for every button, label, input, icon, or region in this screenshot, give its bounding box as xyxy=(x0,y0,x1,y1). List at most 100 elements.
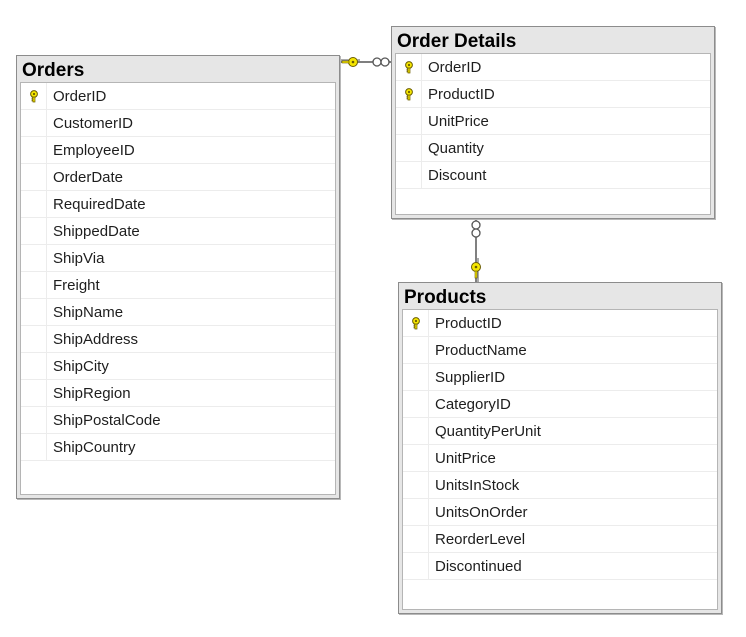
column-name: ShipRegion xyxy=(53,385,131,402)
column-name: ShippedDate xyxy=(53,223,140,240)
column-row[interactable]: Freight xyxy=(21,272,335,299)
row-selector-cell xyxy=(403,310,429,336)
many-end-infinity-icon xyxy=(471,220,481,238)
column-name: ProductID xyxy=(435,315,502,332)
row-selector-cell xyxy=(21,272,47,298)
row-selector-cell xyxy=(396,108,422,134)
row-selector-cell xyxy=(396,54,422,80)
column-row[interactable]: UnitPrice xyxy=(403,445,717,472)
column-row[interactable]: Quantity xyxy=(396,135,710,162)
column-row[interactable]: ShipCountry xyxy=(21,434,335,461)
column-row[interactable]: ShipAddress xyxy=(21,326,335,353)
row-selector-cell xyxy=(21,218,47,244)
row-selector-cell xyxy=(403,472,429,498)
column-row[interactable]: ShipCity xyxy=(21,353,335,380)
row-selector-cell xyxy=(21,299,47,325)
row-selector-cell xyxy=(403,526,429,552)
row-selector-cell xyxy=(403,499,429,525)
column-row[interactable]: Discount xyxy=(396,162,710,189)
column-row[interactable]: SupplierID xyxy=(403,364,717,391)
column-row[interactable]: ShipName xyxy=(21,299,335,326)
row-selector-cell xyxy=(21,326,47,352)
column-name: UnitPrice xyxy=(435,450,496,467)
column-name: OrderDate xyxy=(53,169,124,186)
column-row[interactable]: ShippedDate xyxy=(21,218,335,245)
column-row[interactable]: ReorderLevel xyxy=(403,526,717,553)
column-name: ShipPostalCode xyxy=(53,412,161,429)
column-name: ProductID xyxy=(428,86,495,103)
column-row[interactable]: UnitsOnOrder xyxy=(403,499,717,526)
row-selector-cell xyxy=(21,137,47,163)
row-selector-cell xyxy=(403,445,429,471)
relationship-products-order-details[interactable] xyxy=(471,218,481,282)
relationship-orders-order-details[interactable] xyxy=(340,57,392,67)
orders-table[interactable]: Orders OrderID CustomerID EmployeeID OrderD… xyxy=(16,55,340,499)
row-selector-cell xyxy=(403,391,429,417)
column-name: ShipVia xyxy=(53,250,105,267)
column-name: OrderID xyxy=(53,88,107,105)
row-selector-cell xyxy=(21,407,47,433)
row-selector-cell xyxy=(396,162,422,188)
column-name: OrderID xyxy=(428,59,482,76)
row-selector-cell xyxy=(403,418,429,444)
column-name: SupplierID xyxy=(435,369,506,386)
column-name: UnitPrice xyxy=(428,113,489,130)
column-row[interactable]: ProductName xyxy=(403,337,717,364)
column-row[interactable]: ShipRegion xyxy=(21,380,335,407)
column-name: ShipCountry xyxy=(53,439,136,456)
column-name: EmployeeID xyxy=(53,142,135,159)
column-row[interactable]: UnitPrice xyxy=(396,108,710,135)
row-selector-cell xyxy=(21,110,47,136)
row-selector-cell xyxy=(21,380,47,406)
column-name: QuantityPerUnit xyxy=(435,423,541,440)
one-end-key-icon xyxy=(471,262,481,279)
column-name: ShipAddress xyxy=(53,331,139,348)
many-end-infinity-icon xyxy=(372,57,390,67)
column-name: CustomerID xyxy=(53,115,134,132)
row-selector-cell xyxy=(403,553,429,579)
column-row[interactable]: CustomerID xyxy=(21,110,335,137)
column-name: Quantity xyxy=(428,140,484,157)
row-selector-cell xyxy=(21,353,47,379)
column-name: Freight xyxy=(53,277,100,294)
column-name: ReorderLevel xyxy=(435,531,526,548)
row-selector-cell xyxy=(21,164,47,190)
column-row[interactable]: EmployeeID xyxy=(21,137,335,164)
column-row[interactable]: Discontinued xyxy=(403,553,717,580)
row-selector-cell xyxy=(403,364,429,390)
one-end-key-icon xyxy=(341,57,358,67)
column-row[interactable]: ProductID xyxy=(396,81,710,108)
table-title: Order Details xyxy=(397,31,517,52)
row-selector-cell xyxy=(396,135,422,161)
row-selector-cell xyxy=(21,83,47,109)
primary-key-icon xyxy=(30,90,38,103)
column-name: Discount xyxy=(428,167,487,184)
column-row[interactable]: OrderDate xyxy=(21,164,335,191)
column-name: CategoryID xyxy=(435,396,511,413)
column-row[interactable]: OrderID xyxy=(396,54,710,81)
column-row[interactable]: ShipVia xyxy=(21,245,335,272)
column-row[interactable]: OrderID xyxy=(21,83,335,110)
table-title: Products xyxy=(404,287,487,308)
column-row[interactable]: RequiredDate xyxy=(21,191,335,218)
row-selector-cell xyxy=(21,434,47,460)
primary-key-icon xyxy=(405,88,413,101)
column-row[interactable]: QuantityPerUnit xyxy=(403,418,717,445)
column-row[interactable]: CategoryID xyxy=(403,391,717,418)
column-row[interactable]: ProductID xyxy=(403,310,717,337)
primary-key-icon xyxy=(412,317,420,330)
table-title: Orders xyxy=(22,60,85,81)
column-name: ShipName xyxy=(53,304,124,321)
row-selector-cell xyxy=(21,245,47,271)
column-name: RequiredDate xyxy=(53,196,146,213)
column-row[interactable]: ShipPostalCode xyxy=(21,407,335,434)
primary-key-icon xyxy=(405,61,413,74)
column-row[interactable]: UnitsInStock xyxy=(403,472,717,499)
